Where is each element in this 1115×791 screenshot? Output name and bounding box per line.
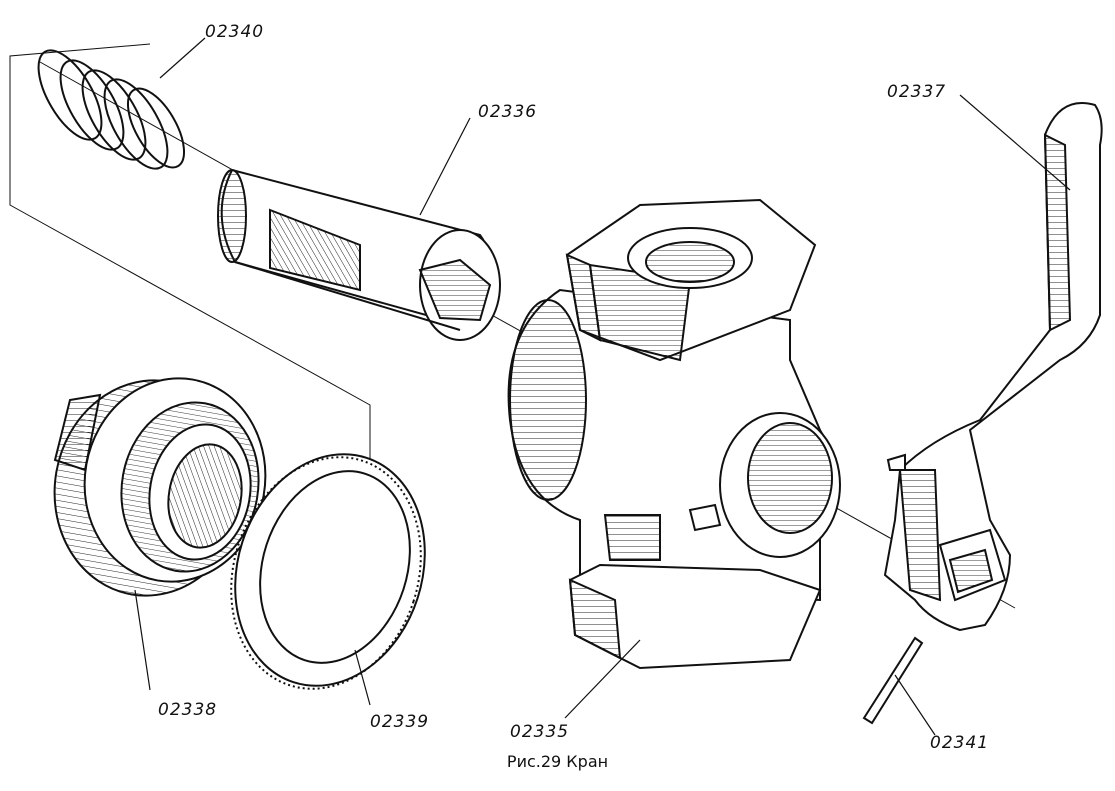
valve-body-part [509,200,840,668]
label-pin: 02341 [930,733,990,753]
label-nut: 02338 [158,700,218,720]
union-nut-part [38,364,282,611]
leader-lines [135,38,1070,735]
label-spring: 02340 [205,22,265,42]
plug-part [218,170,500,340]
label-gasket: 02339 [370,712,430,732]
gasket-part [202,429,454,713]
label-handle: 02337 [887,82,947,102]
label-body: 02335 [510,722,570,742]
handle-part [885,103,1102,630]
spring-part [26,41,195,179]
pin-part [864,638,922,723]
figure-caption: Рис.29 Кран [506,752,609,771]
label-plug: 02336 [478,102,538,122]
